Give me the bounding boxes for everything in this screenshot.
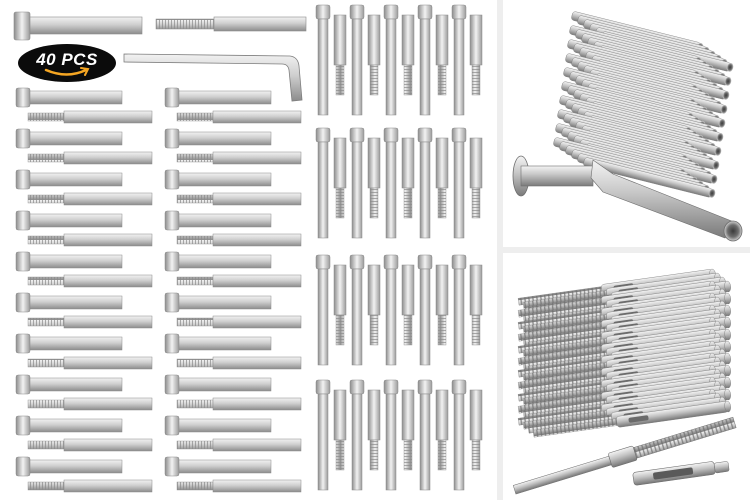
vertical-fitting-pair (451, 379, 483, 491)
vertical-fitting-pair (383, 379, 415, 491)
bundle-photo-terminals (503, 0, 750, 247)
top-threaded-stud (13, 11, 143, 41)
vertical-fitting-pair (315, 379, 347, 491)
horizontal-fitting-pair (15, 374, 153, 411)
vertical-fitting-pair (315, 4, 347, 116)
vertical-fitting-pair (451, 127, 483, 239)
single-threaded-stud-closeup (512, 416, 737, 495)
vertical-fitting-pair (383, 4, 415, 116)
stacked-terminals (553, 11, 734, 198)
horizontal-fitting-pair (15, 333, 153, 370)
top-threaded-rod (155, 16, 307, 32)
horizontal-fitting-pair (164, 456, 302, 493)
vertical-fitting-pair (349, 4, 381, 116)
stacked-turnbuckles (517, 268, 731, 438)
stacked-terminal (583, 157, 716, 198)
vertical-fitting-pair (451, 254, 483, 366)
horizontal-divider (503, 247, 750, 253)
horizontal-fitting-pair (164, 374, 302, 411)
vertical-fitting-pair (451, 4, 483, 116)
horizontal-fitting-pair (15, 292, 153, 329)
horizontal-fitting-pair (164, 415, 302, 452)
vertical-fittings-group (315, 4, 483, 491)
vertical-fitting-pair (417, 254, 449, 366)
horizontal-fitting-pair (164, 292, 302, 329)
horizontal-fitting-pair (164, 210, 302, 247)
hardware-kit-illustration (13, 4, 483, 493)
horizontal-fitting-pair (15, 169, 153, 206)
quantity-badge-text: 40 PCS (36, 50, 98, 69)
bundle-photo-turnbuckles (503, 253, 750, 500)
product-main-image: 40 PCS (13, 4, 483, 493)
horizontal-fitting-pair (164, 87, 302, 124)
single-turnbuckle-body-closeup (632, 461, 730, 486)
horizontal-fitting-pair (15, 251, 153, 288)
horizontal-fitting-pair (164, 128, 302, 165)
vertical-divider (497, 0, 503, 500)
horizontal-fitting-pair (15, 415, 153, 452)
horizontal-fitting-pair (15, 128, 153, 165)
vertical-fitting-pair (417, 4, 449, 116)
single-terminal-closeup (512, 155, 743, 242)
vertical-fitting-pair (349, 254, 381, 366)
quantity-badge: 40 PCS (18, 44, 116, 82)
horizontal-fittings-group (15, 87, 302, 493)
horizontal-fitting-pair (15, 87, 153, 124)
vertical-fitting-pair (349, 379, 381, 491)
horizontal-fitting-pair (164, 169, 302, 206)
allen-wrench-icon (123, 53, 303, 102)
horizontal-fitting-pair (15, 210, 153, 247)
horizontal-fitting-pair (164, 333, 302, 370)
horizontal-fitting-pair (15, 456, 153, 493)
vertical-fitting-pair (417, 127, 449, 239)
vertical-fitting-pair (315, 127, 347, 239)
vertical-fitting-pair (315, 254, 347, 366)
stacked-turnbuckle (532, 400, 731, 438)
smile-arrow-icon (44, 67, 90, 76)
horizontal-fitting-pair (164, 251, 302, 288)
vertical-fitting-pair (383, 127, 415, 239)
vertical-fitting-pair (383, 254, 415, 366)
vertical-fitting-pair (349, 127, 381, 239)
turnbuckle-bundle-illustration (512, 268, 737, 495)
terminal-bundle-illustration (512, 11, 743, 242)
vertical-fitting-pair (417, 379, 449, 491)
